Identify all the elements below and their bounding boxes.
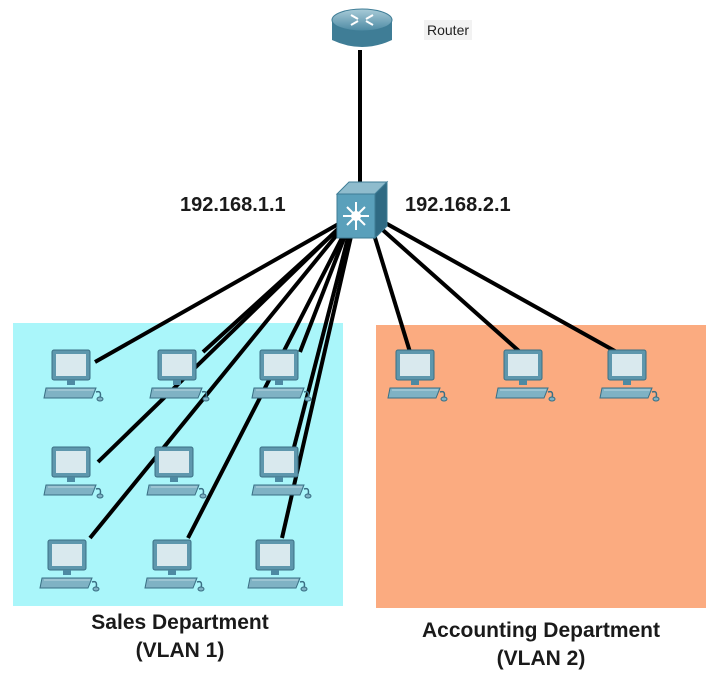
desktop-pc-icon <box>251 446 312 499</box>
desktop-pc-icon <box>39 539 100 592</box>
link-sales-pc-6 <box>290 229 352 456</box>
sales-pc-3[interactable] <box>250 346 312 404</box>
link-acct-pc-2 <box>374 222 522 354</box>
link-sales-pc-8 <box>186 227 349 539</box>
link-sales-pc-1 <box>94 220 343 364</box>
desktop-pc-icon <box>144 539 205 592</box>
link-sales-pc-3 <box>298 227 350 353</box>
accounting-pc-1[interactable] <box>386 346 448 404</box>
sales-pc-5[interactable] <box>145 443 207 501</box>
switch-ip-right: 192.168.2.1 <box>405 194 511 216</box>
desktop-pc-icon <box>599 349 660 402</box>
desktop-pc-icon <box>387 349 448 402</box>
desktop-pc-icon <box>247 539 308 592</box>
sales-department-label: Sales Department (VLAN 1) <box>20 609 340 665</box>
accounting-pc-2[interactable] <box>494 346 556 404</box>
link-sales-pc-7 <box>88 224 346 540</box>
link-acct-pc-3 <box>379 218 623 357</box>
sales-department-name: Sales Department <box>91 611 269 634</box>
router-icon[interactable] <box>330 6 394 54</box>
accounting-vlan-label: (VLAN 2) <box>496 647 586 670</box>
router-label: Router <box>424 20 473 40</box>
sales-pc-7[interactable] <box>38 536 100 594</box>
sales-pc-2[interactable] <box>148 346 210 404</box>
desktop-pc-icon <box>146 446 207 499</box>
accounting-pc-3[interactable] <box>598 346 660 404</box>
sales-pc-8[interactable] <box>143 536 205 594</box>
sales-pc-9[interactable] <box>246 536 308 594</box>
desktop-pc-icon <box>149 349 210 402</box>
accounting-department-label: Accounting Department (VLAN 2) <box>366 617 716 673</box>
sales-pc-1[interactable] <box>42 346 104 404</box>
sales-pc-4[interactable] <box>42 443 104 501</box>
desktop-pc-icon <box>43 446 104 499</box>
accounting-department-name: Accounting Department <box>421 619 660 642</box>
desktop-pc-icon <box>495 349 556 402</box>
link-sales-pc-4 <box>96 222 345 464</box>
sales-pc-6[interactable] <box>250 443 312 501</box>
sales-vlan-label: (VLAN 1) <box>135 639 225 662</box>
switch-ip-left: 192.168.1.1 <box>180 194 286 216</box>
desktop-pc-icon <box>251 349 312 402</box>
desktop-pc-icon <box>43 349 104 402</box>
multilayer-switch-icon[interactable] <box>335 180 389 240</box>
link-acct-pc-1 <box>370 227 412 353</box>
